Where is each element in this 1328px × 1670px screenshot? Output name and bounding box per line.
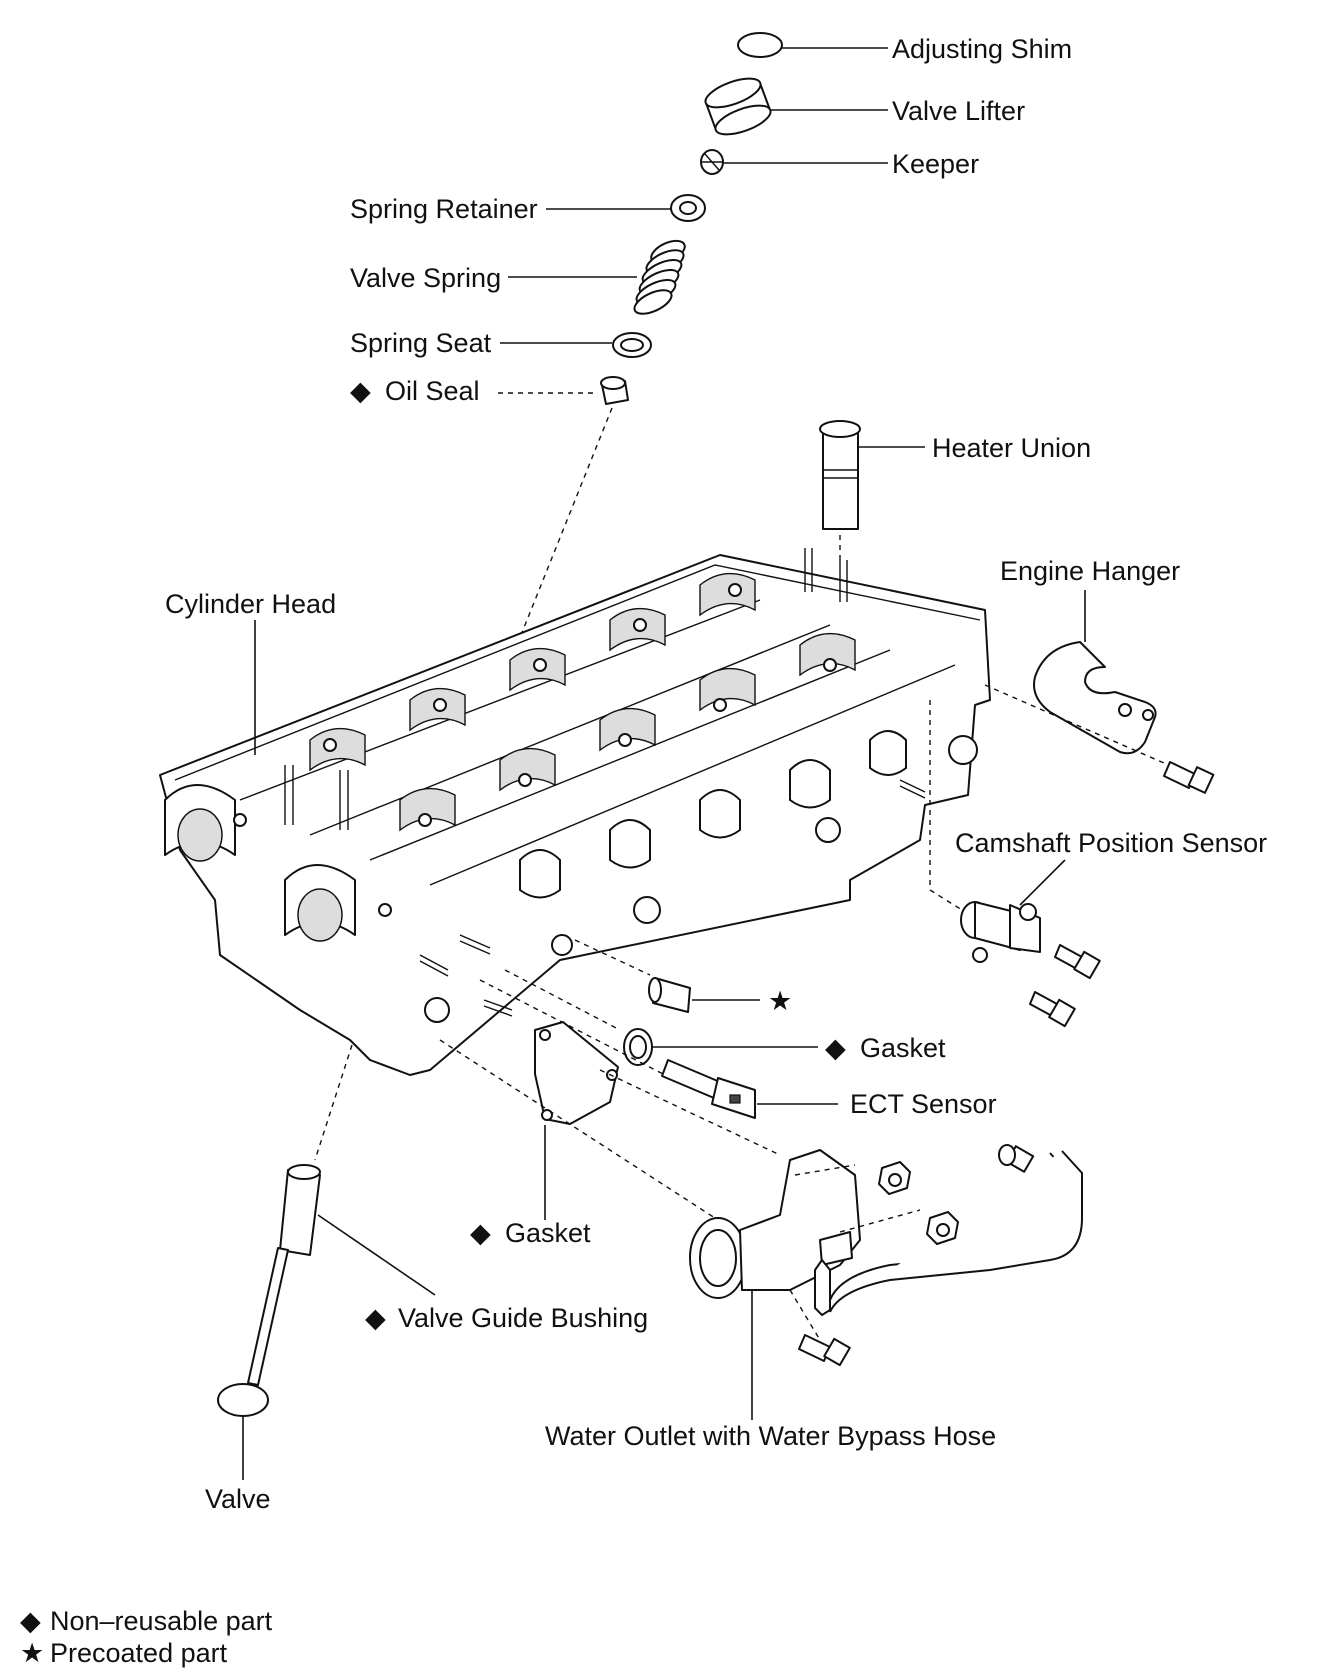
- adjusting-shim-part: [737, 32, 783, 58]
- label-oil-seal: Oil Seal: [385, 376, 480, 406]
- spring-retainer-part: [670, 194, 706, 222]
- precoated-plug-part: [648, 977, 691, 1013]
- valve-guide-bushing-part: [279, 1164, 321, 1256]
- cam-sensor-bolt-2: [1029, 991, 1076, 1028]
- label-valve-spring: Valve Spring: [350, 263, 501, 293]
- ect-gasket-dashline: [504, 969, 621, 1031]
- oil-seal-to-head-dashline: [514, 407, 613, 651]
- outlet-gasket-nonreusable-symbol: ◆: [470, 1218, 491, 1248]
- label-camshaft-position-sensor: Camshaft Position Sensor: [955, 828, 1267, 858]
- label-gasket-outlet: Gasket: [505, 1218, 591, 1248]
- camshaft-position-sensor-leader: [1019, 859, 1066, 906]
- water-outlet-nut-dashline-2: [839, 1209, 921, 1233]
- label-adjusting-shim: Adjusting Shim: [892, 34, 1072, 64]
- valve-lifter-part: [704, 77, 772, 136]
- precoated-plug-dashline: [574, 939, 651, 976]
- spring-seat-part: [612, 332, 652, 358]
- cam-sensor-dashline-2: [929, 889, 971, 916]
- oil-seal-nonreusable-symbol: ◆: [350, 376, 371, 406]
- precoated-symbol-plug: ★: [768, 986, 792, 1016]
- legend: ◆ Non–reusable part ★ Precoated part: [20, 1606, 273, 1668]
- label-valve: Valve: [205, 1484, 271, 1514]
- label-water-outlet: Water Outlet with Water Bypass Hose: [545, 1421, 996, 1451]
- ect-sensor-dashline: [479, 979, 666, 1076]
- label-keeper: Keeper: [892, 149, 979, 179]
- engine-hanger-bolt: [1163, 761, 1215, 794]
- valve-guide-bushing-leader: [317, 1214, 436, 1296]
- water-outlet-nut-1: [878, 1161, 911, 1195]
- label-heater-union: Heater Union: [932, 433, 1091, 463]
- engine-hanger-part: [1033, 641, 1157, 755]
- legend-precoated-symbol: ★: [20, 1638, 44, 1668]
- valve-part: [217, 1247, 289, 1417]
- legend-precoated-text: Precoated part: [50, 1638, 228, 1668]
- camshaft-position-sensor-part: [960, 901, 1041, 963]
- valve-dashline: [314, 1044, 353, 1161]
- heater-union-part: [819, 420, 861, 530]
- water-outlet-nut-dashline-1: [794, 1164, 856, 1176]
- cylinder-head-part: [159, 548, 991, 1076]
- ect-sensor-part: [661, 1059, 756, 1119]
- label-valve-lifter: Valve Lifter: [892, 96, 1025, 126]
- ect-gasket-part: [623, 1028, 653, 1066]
- label-valve-guide-bushing: Valve Guide Bushing: [398, 1303, 648, 1333]
- water-outlet-bolt: [798, 1334, 851, 1367]
- label-gasket-ect: Gasket: [860, 1033, 946, 1063]
- cam-sensor-bolt-1: [1054, 944, 1101, 980]
- outlet-dashline-1: [599, 1069, 781, 1156]
- label-spring-retainer: Spring Retainer: [350, 194, 538, 224]
- label-spring-seat: Spring Seat: [350, 328, 492, 358]
- valve-guide-bushing-nonreusable-symbol: ◆: [365, 1303, 386, 1333]
- ect-gasket-nonreusable-symbol: ◆: [825, 1033, 846, 1063]
- legend-nonreusable-text: Non–reusable part: [50, 1606, 273, 1636]
- valve-spring-part: [633, 239, 686, 315]
- water-outlet-nut-2: [926, 1211, 959, 1245]
- label-engine-hanger: Engine Hanger: [1000, 556, 1180, 586]
- label-cylinder-head: Cylinder Head: [165, 589, 336, 619]
- keeper-part: [700, 149, 724, 175]
- oil-seal-part: [600, 376, 629, 405]
- legend-nonreusable-symbol: ◆: [20, 1606, 41, 1636]
- label-ect-sensor: ECT Sensor: [850, 1089, 997, 1119]
- outlet-gasket-part: [534, 1021, 619, 1125]
